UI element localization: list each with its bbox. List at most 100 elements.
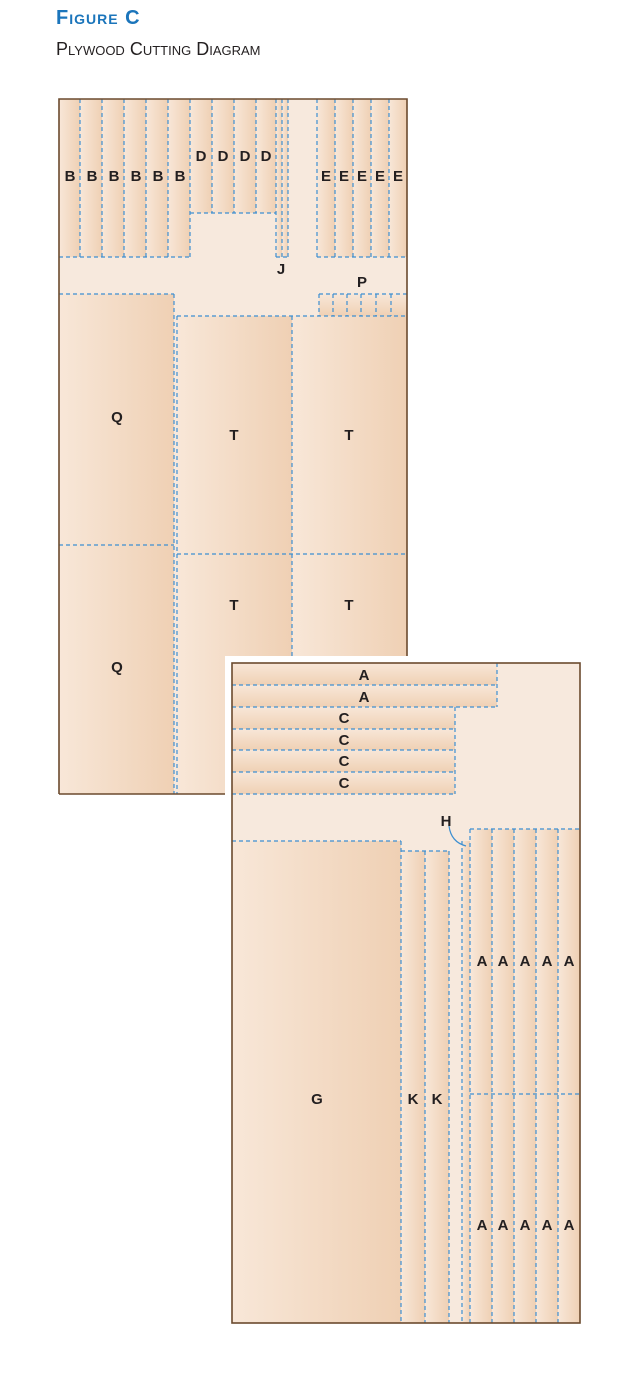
part-j xyxy=(276,99,282,257)
part-e xyxy=(335,99,353,257)
label-c: C xyxy=(339,732,350,749)
part-g xyxy=(232,841,401,1323)
label-d: D xyxy=(240,148,251,165)
part-q xyxy=(59,545,174,794)
h-leader-line xyxy=(448,825,467,847)
c-parts xyxy=(232,707,455,794)
part-p xyxy=(319,294,407,316)
part-t xyxy=(177,316,292,554)
label-a: A xyxy=(542,1217,553,1234)
sheet-2: A A C C C C H G K K A A A A A A A A A A xyxy=(231,662,581,1324)
part-a xyxy=(471,829,492,1323)
label-d: D xyxy=(196,148,207,165)
label-a: A xyxy=(477,1217,488,1234)
label-t: T xyxy=(344,597,353,614)
label-e: E xyxy=(321,168,331,185)
part-k xyxy=(425,851,449,1323)
label-a: A xyxy=(564,1217,575,1234)
label-a: A xyxy=(498,953,509,970)
part-b xyxy=(102,99,124,257)
part-q xyxy=(59,294,174,545)
label-q: Q xyxy=(111,659,123,676)
e-parts xyxy=(317,99,407,257)
part-a xyxy=(232,663,497,685)
part-c xyxy=(232,772,455,794)
part-c xyxy=(232,729,455,750)
label-a: A xyxy=(542,953,553,970)
figure-subtitle: Plywood Cutting Diagram xyxy=(56,39,261,59)
label-b: B xyxy=(87,168,98,185)
label-k: K xyxy=(408,1091,419,1108)
q-parts xyxy=(59,294,174,794)
a-vertical-parts xyxy=(471,829,580,1323)
part-d xyxy=(256,99,276,213)
part-h xyxy=(462,841,470,1323)
d-parts xyxy=(190,99,276,213)
b-parts xyxy=(59,99,190,257)
part-a xyxy=(232,685,497,707)
label-e: E xyxy=(375,168,385,185)
part-t xyxy=(292,316,407,554)
sheet-1-labels: B B B B B B D D D D E E E E E J P Q Q T … xyxy=(65,148,403,676)
label-d: D xyxy=(261,148,272,165)
label-p: P xyxy=(357,274,367,291)
label-b: B xyxy=(65,168,76,185)
sheet-2-outline xyxy=(231,662,581,1324)
label-a: A xyxy=(564,953,575,970)
label-b: B xyxy=(109,168,120,185)
sheet-2-cut-lines xyxy=(232,663,580,1323)
part-e xyxy=(371,99,389,257)
part-e xyxy=(317,99,335,257)
part-a xyxy=(492,829,514,1323)
label-a: A xyxy=(477,953,488,970)
part-b xyxy=(146,99,168,257)
label-b: B xyxy=(153,168,164,185)
label-a: A xyxy=(498,1217,509,1234)
part-c xyxy=(232,707,455,729)
part-d xyxy=(234,99,256,213)
part-a xyxy=(558,829,580,1323)
label-b: B xyxy=(175,168,186,185)
label-t: T xyxy=(229,427,238,444)
label-k: K xyxy=(432,1091,443,1108)
label-d: D xyxy=(218,148,229,165)
label-g: G xyxy=(311,1091,323,1108)
part-b xyxy=(124,99,146,257)
k-parts xyxy=(401,851,449,1323)
label-h: H xyxy=(441,813,452,830)
label-j: J xyxy=(277,261,285,278)
part-e xyxy=(389,99,407,257)
part-d xyxy=(190,99,212,213)
figure-title: Figure C xyxy=(56,7,141,29)
part-c xyxy=(232,750,455,772)
label-a: A xyxy=(520,953,531,970)
part-b xyxy=(168,99,190,257)
label-q: Q xyxy=(111,409,123,426)
label-c: C xyxy=(339,753,350,770)
sheet-2-labels: A A C C C C H G K K A A A A A A A A A A xyxy=(311,667,574,1234)
label-t: T xyxy=(344,427,353,444)
part-d xyxy=(212,99,234,213)
part-k xyxy=(401,851,425,1323)
label-a: A xyxy=(359,689,370,706)
label-e: E xyxy=(357,168,367,185)
label-c: C xyxy=(339,710,350,727)
label-a: A xyxy=(520,1217,531,1234)
label-c: C xyxy=(339,775,350,792)
part-b xyxy=(80,99,102,257)
p-parts xyxy=(319,294,407,316)
a-top-parts xyxy=(232,663,497,707)
part-j xyxy=(282,99,288,257)
part-a xyxy=(514,829,536,1323)
part-a xyxy=(536,829,558,1323)
part-e xyxy=(353,99,371,257)
j-parts xyxy=(276,99,288,257)
sheet-1-cut-lines xyxy=(59,99,407,794)
label-b: B xyxy=(131,168,142,185)
label-t: T xyxy=(229,597,238,614)
part-b xyxy=(59,99,80,257)
label-e: E xyxy=(393,168,403,185)
label-e: E xyxy=(339,168,349,185)
label-a: A xyxy=(359,667,370,684)
